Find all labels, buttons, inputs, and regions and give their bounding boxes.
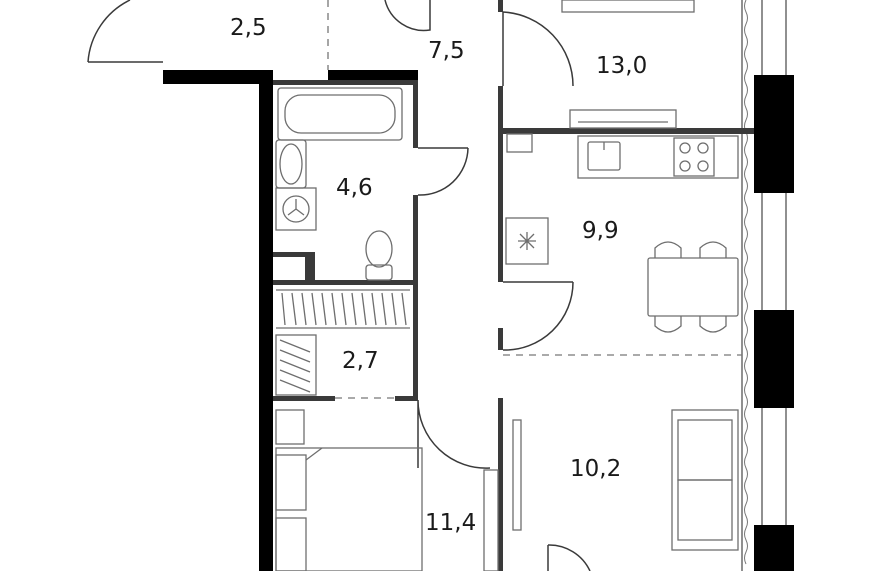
window-pier-3 [754, 525, 794, 571]
fixtures [275, 0, 739, 571]
wall-entrance-left [163, 70, 273, 84]
radiator [569, 109, 677, 129]
chair [699, 241, 727, 258]
sofa [671, 409, 739, 551]
area-label-bedroom: 11,4 [425, 510, 477, 536]
bedroom-door [417, 399, 491, 469]
chair [654, 316, 682, 333]
bedroom-wardrobe [483, 469, 499, 571]
exterior-walls [163, 70, 794, 571]
wardrobe-shelves [275, 289, 410, 396]
entrance-door [87, 0, 163, 63]
doors [87, 0, 591, 571]
tv-stand [561, 0, 695, 13]
area-label-kitchen: 9,9 [582, 218, 619, 244]
area-label-storage: 2,7 [342, 348, 379, 374]
kitchen-door [502, 281, 574, 351]
bathtub [277, 87, 403, 141]
room-top-door [502, 11, 574, 87]
hall-door [384, 0, 431, 32]
area-label-room-top: 13,0 [596, 53, 648, 79]
area-label-hall: 7,5 [428, 38, 465, 64]
wall-west [259, 70, 273, 571]
chair [654, 241, 682, 258]
living-door [547, 544, 591, 571]
window-pier-2 [754, 310, 794, 408]
chair [699, 316, 727, 333]
stove [673, 137, 715, 177]
living-tv [512, 419, 522, 531]
windows [741, 0, 787, 571]
area-label-living: 10,2 [570, 456, 622, 482]
window-wave-line [744, 0, 748, 565]
area-label-vestibule: 2,5 [230, 15, 267, 41]
dining-table [647, 257, 739, 317]
bathroom-door [417, 147, 469, 196]
fridge [505, 217, 549, 265]
window-pier-1 [754, 75, 794, 193]
nightstand [275, 409, 305, 445]
zone-boundaries [327, 0, 742, 399]
toilet [365, 264, 393, 281]
interior-partitions [273, 0, 754, 571]
washing-machine [275, 187, 317, 231]
kitchen-counter [577, 135, 739, 179]
area-label-bathroom: 4,6 [336, 175, 373, 201]
